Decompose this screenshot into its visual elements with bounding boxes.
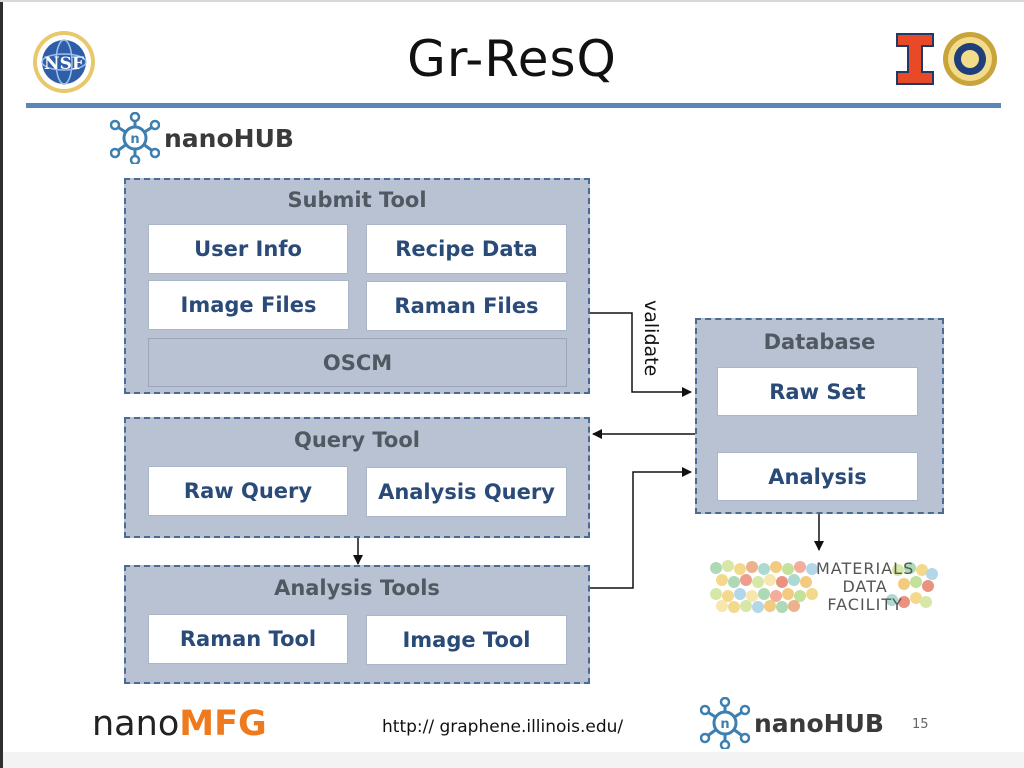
university-seal-icon (943, 32, 997, 86)
submit-tool-group: Submit Tool User Info Recipe Data Image … (124, 178, 590, 394)
mdf-line-1: MATERIALS (816, 559, 915, 578)
nanohub-logo-text: nanoHUB (164, 123, 294, 153)
raman-files-box: Raman Files (366, 281, 567, 331)
nsf-logo-icon: NSF (33, 31, 95, 93)
analysis-tools-title: Analysis Tools (274, 576, 440, 600)
validate-label: validate (640, 300, 662, 377)
footer-url: http:// graphene.illinois.edu/ (382, 717, 624, 737)
nanohub-logo-bottom: n nanoHUB (700, 697, 884, 749)
mdf-logo-text: MATERIALS DATA FACILITY (816, 560, 914, 614)
raman-tool-box: Raman Tool (148, 614, 348, 664)
svg-text:NSF: NSF (44, 54, 84, 74)
query-tool-group: Query Tool Raw Query Analysis Query (124, 417, 590, 538)
slide-bottom-strip (3, 752, 1024, 768)
raw-query-box: Raw Query (148, 466, 348, 516)
slide-frame-top (0, 0, 1024, 2)
nanomfg-logo: nanoMFG (92, 704, 267, 744)
analysis-box: Analysis (717, 452, 918, 501)
database-title: Database (763, 330, 876, 354)
nanohub-logo-top: n nanoHUB (110, 112, 294, 164)
image-files-box: Image Files (148, 280, 349, 330)
svg-text:n: n (130, 132, 139, 147)
analysis-query-box: Analysis Query (366, 467, 567, 517)
page-number: 15 (912, 717, 929, 732)
analysis-tools-group: Analysis Tools Raman Tool Image Tool (124, 565, 590, 684)
raw-set-box: Raw Set (717, 367, 918, 416)
mdf-line-2: DATA (842, 577, 888, 596)
submit-tool-title: Submit Tool (287, 188, 427, 212)
nanohub-molecule-icon: n (700, 697, 750, 749)
nanohub-logo-text-bottom: nanoHUB (754, 708, 884, 738)
database-group: Database Raw Set Analysis (695, 318, 944, 514)
oscm-box: OSCM (148, 338, 567, 387)
nanohub-molecule-icon: n (110, 112, 160, 164)
slide-frame-edge (0, 0, 3, 768)
query-tool-title: Query Tool (294, 428, 420, 452)
image-tool-box: Image Tool (366, 615, 567, 665)
nanomfg-suffix: MFG (179, 704, 267, 744)
nanomfg-prefix: nano (92, 704, 180, 744)
mdf-line-3: FACILITY (827, 595, 903, 614)
recipe-data-box: Recipe Data (366, 224, 567, 274)
materials-data-facility-logo-icon (710, 560, 938, 613)
illinois-block-i-logo-icon (896, 33, 934, 85)
svg-text:n: n (720, 717, 729, 732)
title-rule (26, 103, 1001, 108)
user-info-box: User Info (148, 224, 348, 274)
validate-arrow (590, 312, 692, 397)
analysis-to-database-arrow (590, 467, 692, 589)
slide-title: Gr-ResQ (407, 30, 617, 88)
